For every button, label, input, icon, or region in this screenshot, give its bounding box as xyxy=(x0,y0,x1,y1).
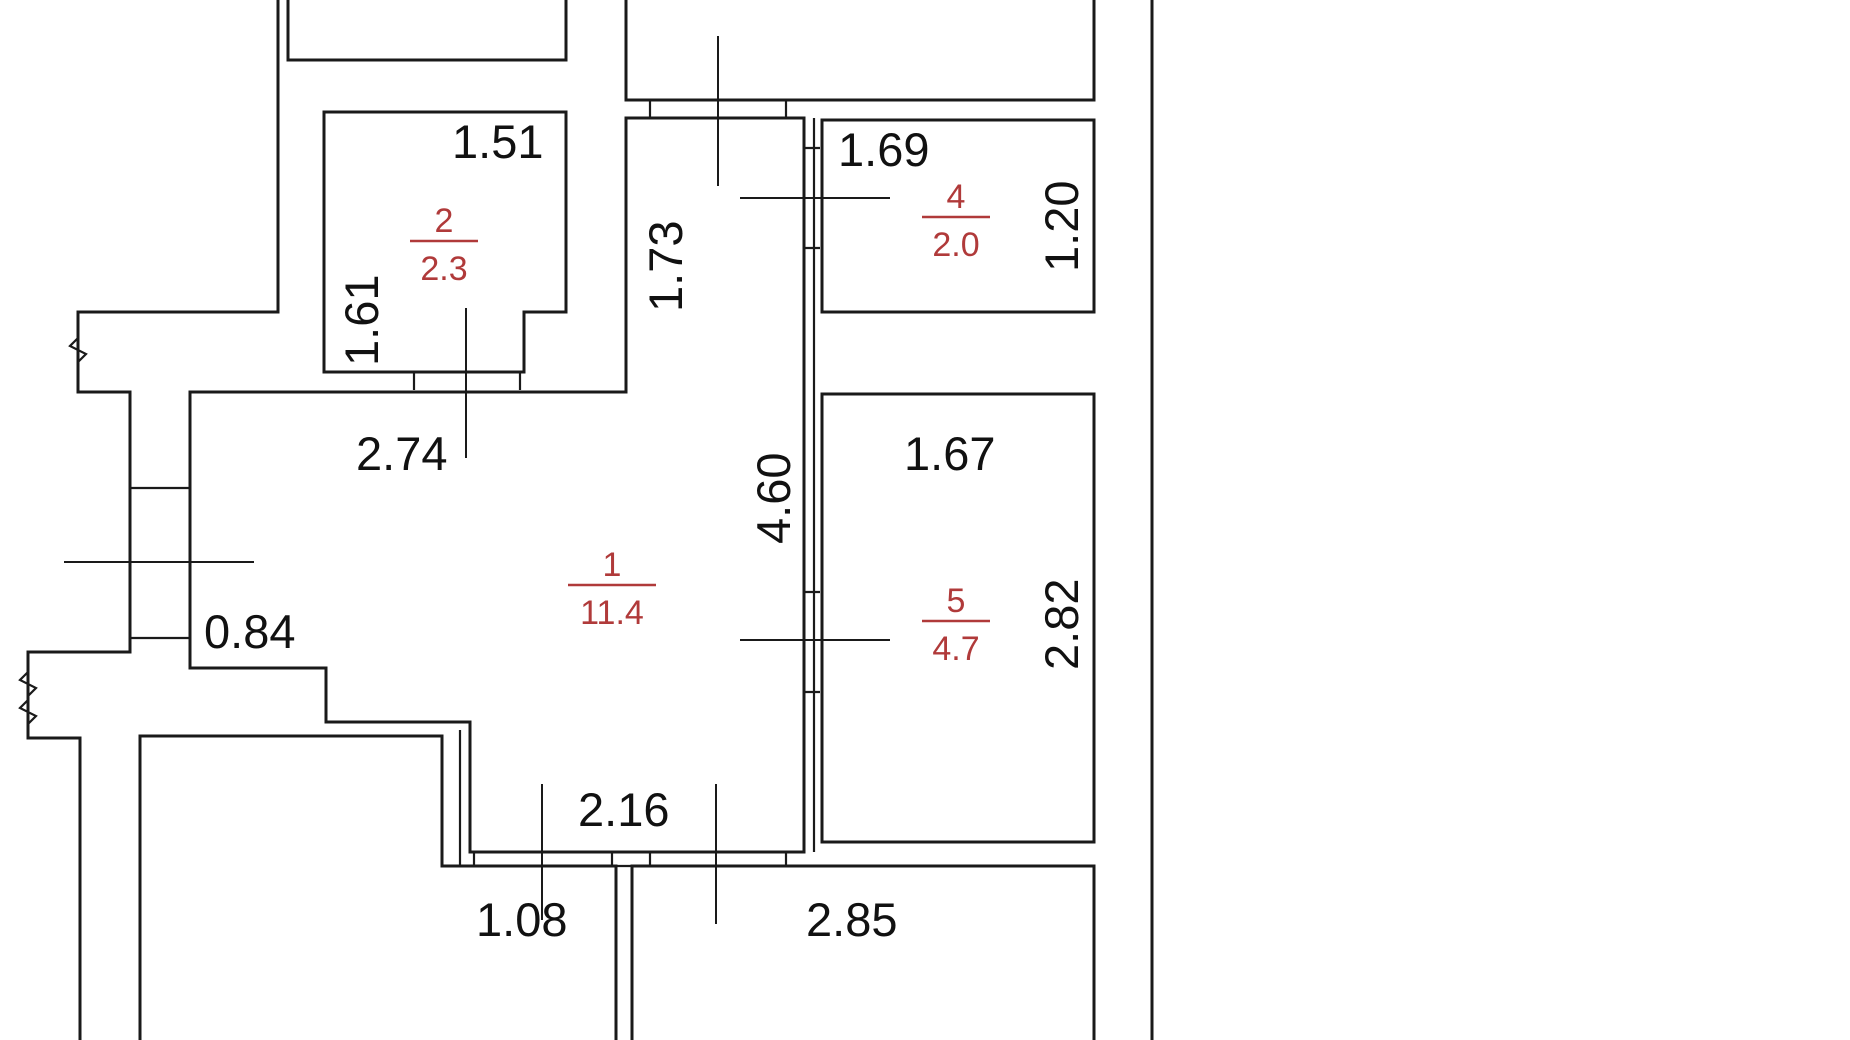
room-5-label: 5 4.7 xyxy=(922,582,990,668)
room-2-wall xyxy=(322,110,568,374)
room-4-wall xyxy=(820,118,1096,314)
bottom-right-room-wall xyxy=(630,864,1096,1040)
break-mark-top xyxy=(68,337,88,363)
dimension-1-51: 1.51 xyxy=(452,115,543,168)
room-1-wall xyxy=(188,116,806,854)
room-4-label: 4 2.0 xyxy=(922,178,990,264)
dimension-1-08: 1.08 xyxy=(476,893,567,946)
room-1-right-door-lower xyxy=(804,590,820,694)
dimension-1-69: 1.69 xyxy=(838,123,929,176)
room-1-right-door-upper xyxy=(804,146,820,250)
room-2-door xyxy=(412,372,522,390)
dimension-2-85: 2.85 xyxy=(806,893,897,946)
break-mark-bottom xyxy=(18,671,38,725)
room-4-number: 4 xyxy=(947,178,966,216)
top-left-corridor-wall xyxy=(26,0,280,1040)
room-5-number: 5 xyxy=(947,582,966,620)
room-1-label: 1 11.4 xyxy=(568,546,656,632)
dimension-2-74: 2.74 xyxy=(356,427,447,480)
dimension-1-73: 1.73 xyxy=(639,221,692,312)
room-2-area: 2.3 xyxy=(420,250,467,288)
room-2-label: 2 2.3 xyxy=(410,202,478,288)
dimension-1-61: 1.61 xyxy=(335,275,388,366)
room-5-wall xyxy=(820,392,1096,844)
dimension-1-20: 1.20 xyxy=(1035,181,1088,272)
room-1-left-opening xyxy=(130,486,190,640)
room-2-number: 2 xyxy=(435,202,454,240)
top-left-room-wall xyxy=(286,0,568,62)
room-1-number: 1 xyxy=(603,546,622,584)
dimension-4-60: 4.60 xyxy=(747,453,800,544)
dimension-2-82: 2.82 xyxy=(1035,579,1088,670)
top-room-wall xyxy=(624,0,1096,102)
room-1-area: 11.4 xyxy=(580,594,644,632)
dimension-0-84: 0.84 xyxy=(204,605,295,658)
room-1-bottom-door xyxy=(472,852,788,866)
room-5-area: 4.7 xyxy=(932,630,979,668)
room-4-area: 2.0 xyxy=(932,226,979,264)
dimension-2-16: 2.16 xyxy=(578,783,669,836)
dimension-1-67: 1.67 xyxy=(904,427,995,480)
bottom-left-room-wall xyxy=(138,734,618,1040)
